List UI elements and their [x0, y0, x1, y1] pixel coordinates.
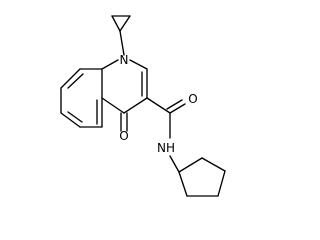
amide-oxygen-label: O — [188, 92, 197, 106]
pyridinone-ring — [101, 59, 148, 114]
molecule-structure-diagram: N O O NH — [60, 15, 226, 197]
cyclopentyl-group — [178, 157, 226, 197]
cyclopropyl-group — [111, 15, 131, 56]
amide-nh-label: NH — [157, 141, 175, 155]
nitrogen-label: N — [120, 53, 129, 67]
ketone-group — [120, 112, 128, 132]
benzene-ring — [60, 68, 103, 128]
amide-group — [146, 97, 186, 173]
ketone-oxygen-label: O — [119, 129, 128, 143]
